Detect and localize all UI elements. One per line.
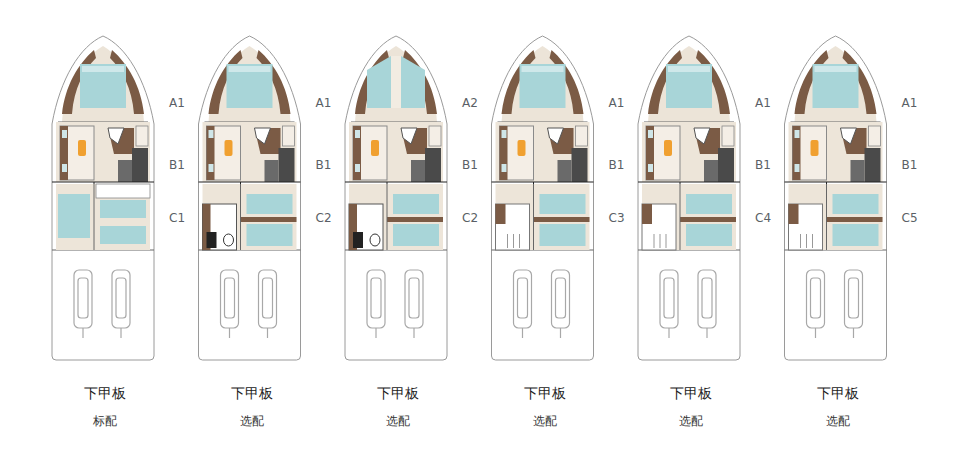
plan-4 [492,36,594,360]
config-label: 标配 [93,413,117,430]
deck-label: 下甲板 [524,385,566,403]
zone-label: A1 [169,96,185,110]
zone-label: C1 [169,211,185,225]
config-label: 选配 [533,413,557,430]
config-label: 选配 [679,413,703,430]
zone-label: C2 [316,211,332,225]
zone-label: B1 [609,158,625,172]
zone-label: C3 [609,211,625,225]
plan-1 [52,36,154,360]
deck-label: 下甲板 [231,385,273,403]
zone-label: A1 [902,96,918,110]
deck-label: 下甲板 [670,385,712,403]
deck-label: 下甲板 [377,385,419,403]
plan-3 [345,36,447,360]
deck-label: 下甲板 [817,385,859,403]
plan-2 [199,36,301,360]
plan-5 [638,36,740,360]
config-label: 选配 [826,413,850,430]
zone-label: B1 [902,158,918,172]
zone-label: A1 [609,96,625,110]
zone-label: B1 [462,158,478,172]
zone-label: A1 [316,96,332,110]
zone-label: B1 [755,158,771,172]
zone-label: A1 [755,96,771,110]
zone-label: C4 [755,211,771,225]
zone-label: C2 [462,211,478,225]
plan-6 [785,36,887,360]
zone-label: C5 [902,211,918,225]
config-label: 选配 [240,413,264,430]
config-label: 选配 [386,413,410,430]
zone-label: B1 [169,158,185,172]
zone-label: A2 [462,96,478,110]
zone-label: B1 [316,158,332,172]
deck-label: 下甲板 [84,385,126,403]
